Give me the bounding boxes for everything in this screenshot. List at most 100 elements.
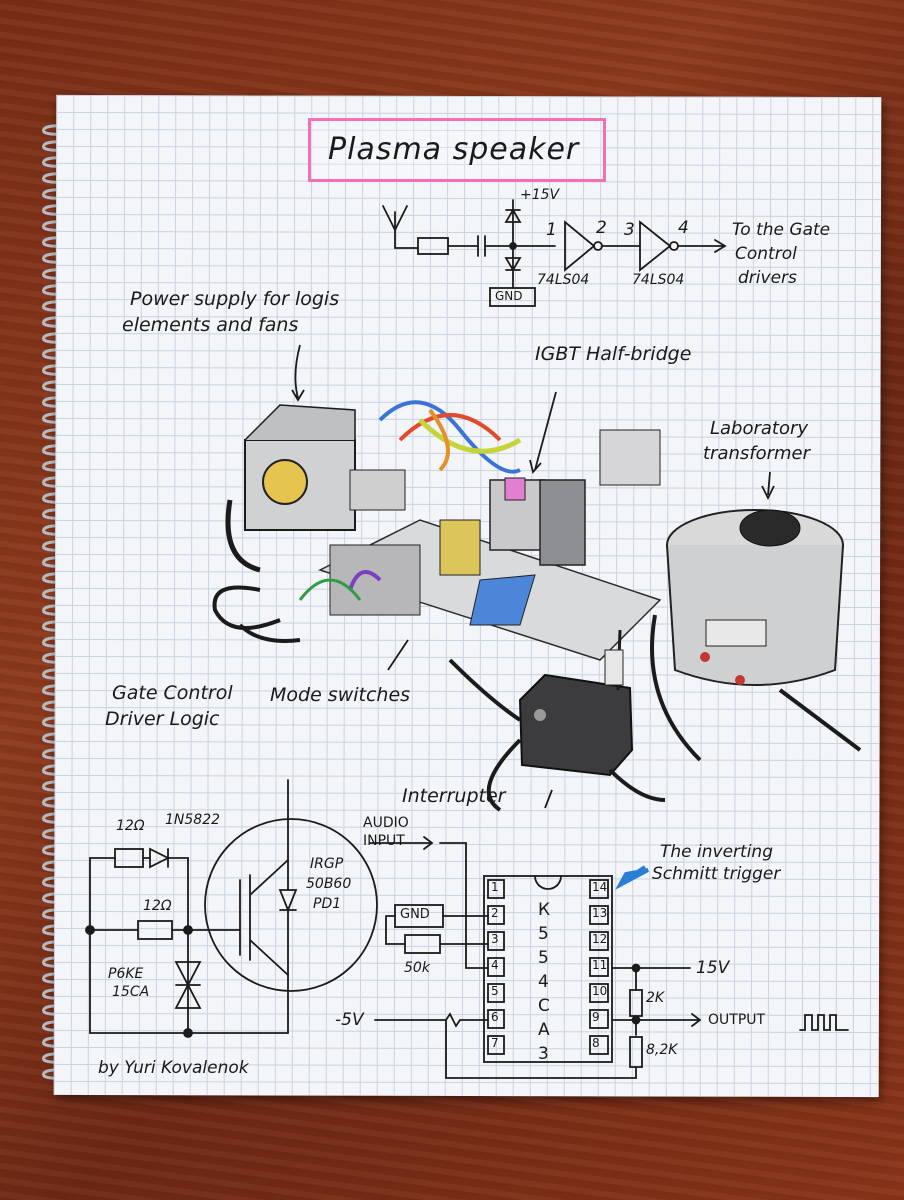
ic-label-1: 74LS04 xyxy=(537,272,590,288)
chip-letter: 4 xyxy=(538,972,549,992)
pos-supply-label: 15V xyxy=(696,958,730,978)
chip-pin xyxy=(487,879,505,899)
output-label-line3: drivers xyxy=(738,268,797,288)
chip-pin xyxy=(487,905,505,925)
chip-pin xyxy=(589,1009,609,1029)
output-label: OUTPUT xyxy=(708,1012,766,1028)
chip-letter: 5 xyxy=(538,924,549,944)
igbt-label-2: 50B60 xyxy=(306,876,352,892)
tvs-diode xyxy=(174,961,202,1009)
chip-pin-number-left: 2 xyxy=(491,906,499,920)
mode-switches-label: Mode switches xyxy=(270,684,411,706)
r-bottom-label: 8,2K xyxy=(646,1042,678,1058)
schmitt-caption-2: Schmitt trigger xyxy=(652,864,781,884)
chip-pin xyxy=(589,879,609,899)
chip-pin-number-right: 14 xyxy=(592,880,608,894)
transformer-knob xyxy=(739,509,801,547)
chip-pin xyxy=(589,983,609,1003)
chip-letter: К xyxy=(538,900,551,920)
page-title: Plasma speaker xyxy=(328,132,580,167)
chip-pin-number-left: 7 xyxy=(491,1036,499,1050)
gnd-label-top: GND xyxy=(495,289,523,303)
interrupter-box xyxy=(518,673,634,777)
audio-input-arrow xyxy=(369,836,434,850)
resistor-12ohm-mid xyxy=(137,920,173,940)
igbt-label-1: IRGP xyxy=(310,856,344,872)
pin-1-label: 1 xyxy=(546,220,557,240)
neg-supply-label: -5V xyxy=(335,1010,364,1030)
antenna-icon xyxy=(382,205,419,249)
chip-letter: 3 xyxy=(538,1044,549,1064)
schmitt-caption-1: The inverting xyxy=(660,842,773,862)
chip-pin xyxy=(487,931,505,951)
chip-pin xyxy=(589,1035,609,1055)
lab-transformer-label-1: Laboratory xyxy=(710,418,809,439)
igbt-heatsink xyxy=(539,479,586,566)
chip-pin xyxy=(487,1035,505,1055)
gnd-label-lower: GND xyxy=(400,907,430,922)
square-wave xyxy=(799,1014,849,1031)
tvs-label-2: 15CA xyxy=(112,984,150,1000)
chip-pin-number-left: 4 xyxy=(491,958,499,972)
resistor-50k xyxy=(404,934,441,954)
r-top-label: 2K xyxy=(646,990,665,1006)
pin-4-label: 4 xyxy=(678,218,689,238)
igbt-circle xyxy=(204,818,378,992)
resistor-12ohm-top xyxy=(114,848,144,868)
chip-pin-number-right: 9 xyxy=(592,1010,600,1024)
gnd-box-top xyxy=(489,287,536,307)
chip-pin xyxy=(589,905,609,925)
chip-pin-number-left: 3 xyxy=(491,932,499,946)
pin-2-label: 2 xyxy=(596,218,607,238)
chip-pin xyxy=(487,1009,505,1029)
psu-fan-icon xyxy=(262,459,308,505)
title-box xyxy=(308,118,606,182)
k554ca3-chip xyxy=(483,875,613,1063)
chip-pin-number-left: 6 xyxy=(491,1010,499,1024)
chip-pin xyxy=(589,957,609,977)
gate-logic-label-2: Driver Logic xyxy=(105,708,220,730)
lab-transformer-label-2: transformer xyxy=(703,443,811,464)
r1-label: 12Ω xyxy=(116,818,145,834)
chip-pin-number-right: 11 xyxy=(592,958,608,972)
chip-pin xyxy=(487,983,505,1003)
resistor-2k xyxy=(629,989,643,1017)
audio-input-label-2: INPUT xyxy=(363,833,405,849)
tvs-label-1: P6KE xyxy=(108,966,144,982)
inverter-2 xyxy=(639,220,672,272)
chip-letter: С xyxy=(538,996,550,1016)
chip-pin xyxy=(589,931,609,951)
author-signature: by Yuri Kovalenok xyxy=(98,1058,249,1078)
audio-input-label-1: AUDIO xyxy=(363,815,409,831)
power-supply-label-2: elements and fans xyxy=(122,314,299,336)
chip-pin xyxy=(487,957,505,977)
ic-label-2: 74LS04 xyxy=(632,272,685,288)
blue-arrow-icon xyxy=(615,865,649,890)
input-resistor xyxy=(417,237,449,255)
apparatus-sketch xyxy=(212,400,862,812)
power-supply-label-1: Power supply for logis xyxy=(130,288,340,310)
chip-pin-number-left: 1 xyxy=(491,880,499,894)
resistor-8k2 xyxy=(629,1036,643,1068)
plus-15v-label: +15V xyxy=(520,187,560,203)
igbt-half-bridge-label: IGBT Half-bridge xyxy=(535,343,692,365)
interrupter-label: Interrupter xyxy=(402,785,506,807)
chip-pin-number-right: 13 xyxy=(592,906,608,920)
output-label-line1: To the Gate xyxy=(732,220,831,240)
chip-letter: 5 xyxy=(538,948,549,968)
inverter-1 xyxy=(564,220,596,272)
output-arrow xyxy=(677,239,727,253)
diode-label: 1N5822 xyxy=(165,812,221,828)
igbt-label-3: PD1 xyxy=(313,896,342,912)
chip-pin-number-right: 12 xyxy=(592,932,608,946)
chip-pin-number-right: 8 xyxy=(592,1036,600,1050)
chip-letter: А xyxy=(538,1020,550,1040)
r-in-label: 50k xyxy=(404,960,430,976)
r2-label: 12Ω xyxy=(143,898,172,914)
chip-pin-number-left: 5 xyxy=(491,984,499,998)
chip-pin-number-right: 10 xyxy=(592,984,608,998)
pin-3-label: 3 xyxy=(624,220,635,240)
gate-logic-label-1: Gate Control xyxy=(112,682,233,704)
output-label-line2: Control xyxy=(735,244,797,264)
